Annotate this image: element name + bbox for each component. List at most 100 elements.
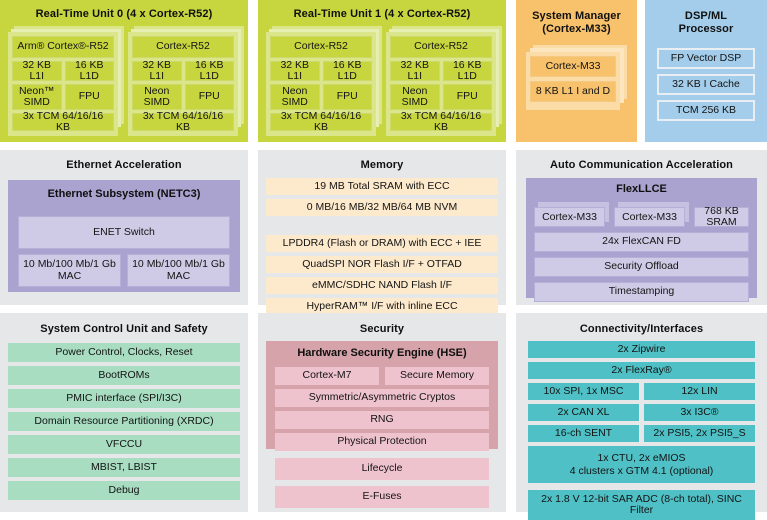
core-name: Arm® Cortex®-R52 — [12, 36, 114, 58]
core-card: Cortex-R52 32 KB L1I 16 KB L1D Neon SIMD… — [386, 32, 496, 136]
core-tcm: 3x TCM 64/16/16 KB — [270, 110, 372, 133]
flexllce-row: Security Offload — [534, 257, 749, 277]
flexllce-row: 24x FlexCAN FD — [534, 232, 749, 252]
connectivity-item: 3x I3C® — [644, 404, 755, 421]
ethernet-subsystem-body: ENET Switch 10 Mb/100 Mb/1 Gb MAC 10 Mb/… — [18, 216, 230, 287]
panel-system-manager: System Manager (Cortex-M33) Cortex-M33 8… — [516, 0, 637, 142]
ethernet-mac: 10 Mb/100 Mb/1 Gb MAC — [127, 254, 230, 287]
panel-dsp-ml-processor: DSP/ML Processor FP Vector DSP 32 KB I C… — [645, 0, 767, 142]
panel-auto-communication-acceleration: Auto Communication Acceleration FlexLLCE… — [516, 150, 767, 305]
connectivity-title: Connectivity/Interfaces — [579, 323, 704, 335]
hse-title: Hardware Security Engine (HSE) — [297, 347, 467, 359]
core-name: Cortex-R52 — [132, 36, 234, 58]
memory-item: HyperRAM™ I/F with inline ECC — [266, 298, 498, 315]
core-simd: Neon SIMD — [390, 84, 440, 110]
core-l1i: 32 KB L1I — [390, 59, 440, 82]
connectivity-item: 2x Zipwire — [528, 341, 755, 358]
connectivity-item: 2x PSI5, 2x PSI5_S — [644, 425, 755, 442]
connectivity-item: 16-ch SENT — [528, 425, 639, 442]
memory-item: LPDDR4 (Flash or DRAM) with ECC + IEE — [266, 235, 498, 252]
connectivity-adc: 2x 1.8 V 12-bit SAR ADC (8-ch total), SI… — [528, 490, 755, 520]
security-title: Security — [359, 323, 405, 335]
memory-title: Memory — [360, 159, 404, 171]
core-tcm: 3x TCM 64/16/16 KB — [390, 110, 492, 133]
hse-item: Physical Protection — [275, 433, 489, 451]
dsp-title-line2: Processor — [678, 23, 734, 35]
panel-ethernet-acceleration: Ethernet Acceleration Ethernet Subsystem… — [0, 150, 248, 305]
system-manager-cache: 8 KB L1 I and D — [530, 81, 616, 102]
core-tcm: 3x TCM 64/16/16 KB — [132, 110, 234, 133]
connectivity-item: 2x CAN XL — [528, 404, 639, 421]
core-simd: Neon SIMD — [270, 84, 320, 110]
sm-core-card: Cortex-M33 8 KB L1 I and D — [526, 52, 620, 110]
memory-item: 0 MB/16 MB/32 MB/64 MB NVM — [266, 199, 498, 216]
panel-real-time-unit-0: Real-Time Unit 0 (4 x Cortex-R52) Arm® C… — [0, 0, 248, 142]
core-name: Cortex-R52 — [270, 36, 372, 58]
core-l1i: 32 KB L1I — [12, 59, 62, 82]
hardware-security-engine: Hardware Security Engine (HSE) Cortex-M7… — [266, 341, 498, 451]
core-l1d: 16 KB L1D — [322, 59, 372, 82]
rtu1-core-1: Cortex-R52 32 KB L1I 16 KB L1D Neon SIMD… — [386, 26, 502, 136]
memory-group-external: LPDDR4 (Flash or DRAM) with ECC + IEE Qu… — [266, 235, 498, 315]
scu-title: System Control Unit and Safety — [40, 323, 208, 335]
flexllce-core: Cortex-M33 — [614, 207, 685, 227]
scu-items: Power Control, Clocks, Reset BootROMs PM… — [8, 343, 240, 500]
memory-item: QuadSPI NOR Flash I/F + OTFAD — [266, 256, 498, 273]
system-manager-title-line2: (Cortex-M33) — [542, 23, 611, 35]
flexllce-body: Cortex-M33 Cortex-M33 768 KB SRAM 24x Fl… — [534, 202, 749, 302]
core-simd: Neon™ SIMD — [12, 84, 62, 110]
core-l1d: 16 KB L1D — [64, 59, 114, 82]
core-l1i: 32 KB L1I — [270, 59, 320, 82]
panel-connectivity-interfaces: Connectivity/Interfaces 2x Zipwire 2x Fl… — [516, 313, 767, 520]
core-card: Arm® Cortex®-R52 32 KB L1I 16 KB L1D Neo… — [8, 32, 118, 136]
scu-item: Power Control, Clocks, Reset — [8, 343, 240, 362]
scu-item: PMIC interface (SPI/I3C) — [8, 389, 240, 408]
security-outer-items: Lifecycle E-Fuses — [275, 458, 489, 508]
rtu1-title: Real-Time Unit 1 (4 x Cortex-R52) — [293, 8, 471, 20]
core-tcm: 3x TCM 64/16/16 KB — [12, 110, 114, 133]
system-manager-core-stack: Cortex-M33 8 KB L1 I and D — [526, 45, 627, 110]
core-card: Cortex-R52 32 KB L1I 16 KB L1D Neon SIMD… — [266, 32, 376, 136]
core-fpu: FPU — [184, 84, 234, 110]
ethernet-subsystem-title: Ethernet Subsystem (NETC3) — [47, 188, 201, 200]
flexllce-title: FlexLLCE — [616, 183, 667, 195]
system-manager-core: Cortex-M33 — [530, 56, 616, 77]
dsp-item: FP Vector DSP — [657, 48, 755, 69]
flexllce-sram: 768 KB SRAM — [694, 205, 749, 228]
scu-item: Domain Resource Partitioning (XRDC) — [8, 412, 240, 431]
rtu0-title: Real-Time Unit 0 (4 x Cortex-R52) — [35, 8, 213, 20]
panel-memory: Memory 19 MB Total SRAM with ECC 0 MB/16… — [258, 150, 506, 315]
scu-item: VFCCU — [8, 435, 240, 454]
hse-item: RNG — [275, 411, 489, 429]
scu-item: Debug — [8, 481, 240, 500]
core-simd: Neon SIMD — [132, 84, 182, 110]
connectivity-item: 12x LIN — [644, 383, 755, 400]
enet-switch: ENET Switch — [18, 216, 230, 249]
core-l1i: 32 KB L1I — [132, 59, 182, 82]
rtu1-core-0: Cortex-R52 32 KB L1I 16 KB L1D Neon SIMD… — [266, 26, 382, 136]
dsp-item: 32 KB I Cache — [657, 74, 755, 95]
dsp-item: TCM 256 KB — [657, 100, 755, 121]
dsp-title-line1: DSP/ML — [684, 10, 728, 22]
flexllce-core: Cortex-M33 — [534, 207, 605, 227]
panel-real-time-unit-1: Real-Time Unit 1 (4 x Cortex-R52) Cortex… — [258, 0, 506, 142]
core-name: Cortex-R52 — [390, 36, 492, 58]
hse-item: Secure Memory — [385, 367, 489, 385]
dsp-items: FP Vector DSP 32 KB I Cache TCM 256 KB — [657, 48, 755, 121]
ethernet-title: Ethernet Acceleration — [66, 159, 182, 171]
scu-item: MBIST, LBIST — [8, 458, 240, 477]
flexllce-core-0-stack: Cortex-M33 — [534, 202, 609, 227]
security-item: E-Fuses — [275, 486, 489, 508]
connectivity-item: 10x SPI, 1x MSC — [528, 383, 639, 400]
flexllce-row: Timestamping — [534, 282, 749, 302]
panel-security: Security Hardware Security Engine (HSE) … — [258, 313, 506, 512]
core-fpu: FPU — [322, 84, 372, 110]
core-fpu: FPU — [64, 84, 114, 110]
connectivity-gtm: 1x CTU, 2x eMIOS 4 clusters x GTM 4.1 (o… — [528, 446, 755, 483]
flexllce-subsystem: FlexLLCE Cortex-M33 Cortex-M33 768 KB SR… — [526, 178, 757, 302]
panel-system-control-unit-and-safety: System Control Unit and Safety Power Con… — [0, 313, 248, 512]
hse-item: Cortex-M7 — [275, 367, 379, 385]
scu-item: BootROMs — [8, 366, 240, 385]
connectivity-body: 2x Zipwire 2x FlexRay® 10x SPI, 1x MSC 1… — [528, 341, 755, 520]
ethernet-mac: 10 Mb/100 Mb/1 Gb MAC — [18, 254, 121, 287]
